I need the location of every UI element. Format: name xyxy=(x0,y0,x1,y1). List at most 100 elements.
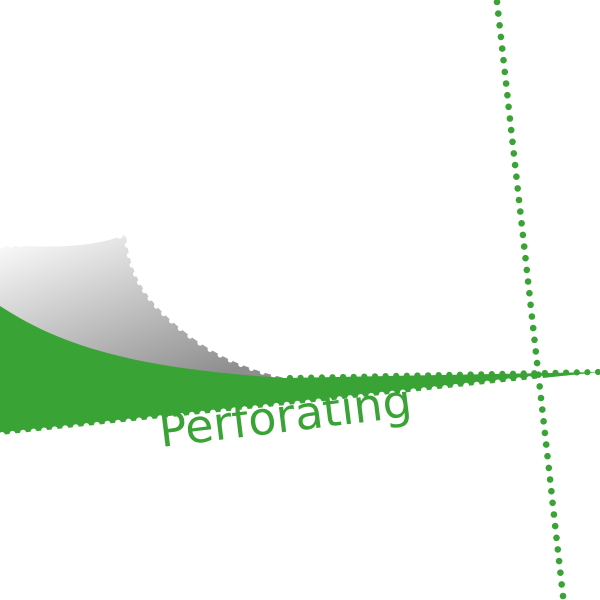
perforation-dot xyxy=(540,418,547,425)
perforation-hole xyxy=(227,357,233,363)
perforation-hole xyxy=(17,241,23,248)
perforation-hole xyxy=(210,409,216,416)
perforation-dot xyxy=(478,371,485,378)
perforation-dot xyxy=(504,91,511,99)
perforation-dot xyxy=(297,374,304,381)
perforation-hole xyxy=(44,239,51,245)
perforation-dot xyxy=(528,313,536,320)
perforation-dot xyxy=(371,373,379,380)
perforation-dot xyxy=(393,372,400,379)
perforation-dot xyxy=(350,373,357,380)
perforation-hole xyxy=(132,271,139,277)
perforation-dot xyxy=(329,374,336,381)
perforation-dot xyxy=(493,0,501,6)
perforation-dot xyxy=(435,372,442,379)
perforation-hole xyxy=(347,395,354,402)
perforation-dot xyxy=(506,115,514,122)
perforation-dot xyxy=(541,369,549,377)
perforation-line-vertical-icon xyxy=(493,0,567,600)
perforation-dot xyxy=(594,368,600,376)
perforation-hole xyxy=(125,418,132,425)
perforation-dot xyxy=(531,370,538,377)
perforation-hole xyxy=(368,392,375,399)
perforation-dot xyxy=(542,441,550,448)
perforation-dot xyxy=(555,557,563,565)
perforation-dot xyxy=(533,359,541,367)
perforation-hole xyxy=(273,402,280,409)
perforation-dot xyxy=(488,371,495,378)
perforation-hole xyxy=(126,252,132,258)
perforation-dot xyxy=(513,173,520,180)
perforation-hole xyxy=(199,410,206,417)
perforation-dot xyxy=(286,374,294,382)
perforation-hole xyxy=(217,352,223,358)
perforation-hole xyxy=(315,398,322,405)
perforation-hole xyxy=(515,377,522,384)
perforation-hole xyxy=(178,413,185,419)
perforation-hole xyxy=(252,405,259,412)
perforation-dot xyxy=(550,511,558,518)
perforation-hole xyxy=(153,303,160,309)
stamp-sheet xyxy=(0,306,600,438)
perforation-hole xyxy=(20,429,27,436)
perforation-hole xyxy=(146,416,153,423)
perforation-hole xyxy=(90,235,96,241)
perforation-dot xyxy=(546,476,554,483)
perforation-dot xyxy=(446,371,453,378)
perforation-dot xyxy=(536,383,543,390)
perforation-dot xyxy=(509,138,516,146)
perforation-dot xyxy=(498,45,506,52)
perforation-hole xyxy=(494,379,501,386)
perforation-dot xyxy=(539,406,546,413)
perforation-hole xyxy=(238,361,244,367)
perforation-dot xyxy=(545,464,553,472)
perforation-hole xyxy=(108,234,114,240)
perforation-dot xyxy=(527,301,534,309)
perforation-dot xyxy=(425,372,432,379)
perforation-dot xyxy=(584,369,591,376)
perforation-hole xyxy=(123,231,129,237)
perforation-dot xyxy=(544,452,551,460)
perforation-hole xyxy=(283,401,290,408)
perforation-line-horizontal-icon xyxy=(286,368,600,382)
perforation-hole xyxy=(431,386,438,393)
perforation-hole xyxy=(326,397,332,404)
perforation-dot xyxy=(501,68,509,76)
perforation-hole xyxy=(117,233,123,239)
perforation-dot xyxy=(557,569,564,576)
perforation-hole xyxy=(399,389,406,396)
perforation-dot xyxy=(500,56,507,64)
perforation-hole xyxy=(304,399,311,406)
perforation-dot xyxy=(553,534,560,542)
perforation-dot xyxy=(552,369,559,376)
perforation-dot xyxy=(518,220,525,227)
perforation-dot xyxy=(499,370,506,377)
perforation-dot xyxy=(531,336,538,344)
perforation-hole xyxy=(129,262,135,268)
perforation-hole xyxy=(53,238,60,244)
perforation-hole xyxy=(389,390,396,397)
perforation-hole xyxy=(8,242,14,248)
perforation-dot xyxy=(541,429,549,437)
perforation-hole xyxy=(207,346,213,352)
perforation-hole xyxy=(157,415,164,422)
perforation-hole xyxy=(220,408,227,415)
perforation-hole xyxy=(141,288,148,294)
perforation-dot xyxy=(361,373,368,380)
perforation-hole xyxy=(147,295,153,301)
perforation-hole xyxy=(248,365,255,371)
perforation-dot xyxy=(523,266,531,274)
perforation-hole xyxy=(124,242,130,248)
perforation-dot xyxy=(522,254,529,262)
perforation-dot xyxy=(456,371,463,378)
perforation-dot xyxy=(507,126,515,134)
perforation-dot xyxy=(520,243,528,250)
perforation-dot xyxy=(505,103,512,111)
perforation-hole xyxy=(35,240,41,246)
perforation-dot xyxy=(573,369,580,376)
perforation-hole xyxy=(72,237,78,243)
perforation-hole xyxy=(137,279,143,286)
perforation-hole xyxy=(259,369,265,375)
perforation-hole xyxy=(270,372,277,378)
perforation-dot xyxy=(549,499,556,507)
